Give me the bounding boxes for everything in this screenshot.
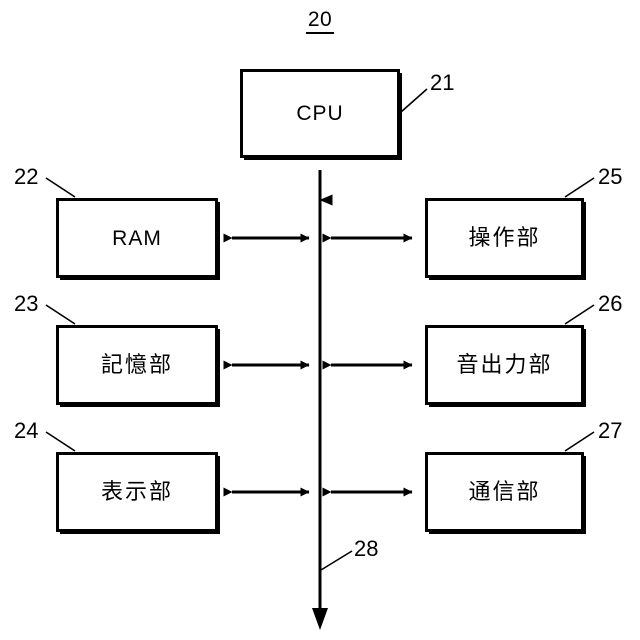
ref-number-27: 27	[598, 418, 623, 443]
ref-number-23: 23	[14, 291, 39, 316]
block-cpu-label: CPU	[296, 102, 344, 125]
block-storage[interactable]: 記憶部	[56, 325, 218, 405]
block-communication[interactable]: 通信部	[425, 452, 584, 532]
block-ram[interactable]: RAM	[56, 198, 218, 278]
ref-leader-28	[320, 550, 353, 571]
block-display-label: 表示部	[100, 479, 173, 504]
block-sound-output[interactable]: 音出力部	[425, 325, 584, 405]
ref-leader-21	[400, 88, 428, 113]
ref-number-24: 24	[14, 418, 39, 443]
figure-number-text: 20	[305, 8, 335, 35]
block-display[interactable]: 表示部	[56, 452, 218, 532]
block-operation-label: 操作部	[468, 225, 541, 250]
bus-line	[312, 170, 353, 630]
ref-leader-23	[45, 304, 76, 325]
block-communication-label: 通信部	[468, 479, 541, 504]
ref-number-25: 25	[598, 164, 623, 189]
block-cpu[interactable]: CPU	[240, 69, 400, 158]
bus-arrow-bottom	[312, 608, 328, 630]
ref-number-28: 28	[354, 536, 379, 561]
block-operation[interactable]: 操作部	[425, 198, 584, 278]
ref-leader-22	[45, 177, 76, 198]
ref-leader-24	[45, 431, 76, 452]
block-storage-label: 記憶部	[100, 352, 173, 377]
block-sound-output-label: 音出力部	[456, 352, 553, 377]
ref-leader-25	[564, 177, 595, 198]
ref-leader-27	[564, 431, 595, 452]
ref-number-21: 21	[430, 70, 455, 95]
ref-leader-26	[564, 304, 595, 325]
ref-number-22: 22	[14, 164, 39, 189]
ref-number-26: 26	[598, 291, 623, 316]
block-ram-label: RAM	[112, 226, 162, 250]
figure-number: 20	[0, 8, 640, 35]
